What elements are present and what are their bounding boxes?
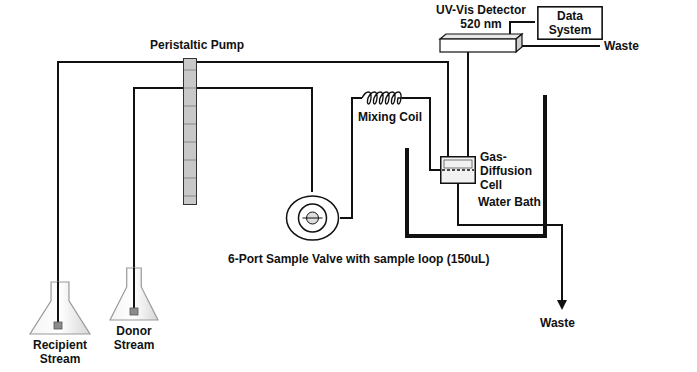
mixing-coil-outline bbox=[362, 90, 402, 106]
mixing-coil: Mixing Coil bbox=[362, 90, 402, 106]
node-label: Gas-Diffusion Cell bbox=[480, 150, 540, 192]
tubing-line bbox=[467, 52, 469, 156]
pump-body-outline bbox=[183, 58, 197, 205]
outlet-label: Waste bbox=[540, 316, 575, 330]
detector-box-outline bbox=[440, 34, 522, 52]
node-label: Mixing Coil bbox=[358, 110, 422, 124]
donor-flask: Donor Stream bbox=[108, 268, 160, 322]
recipient-flask: Recipient Stream bbox=[28, 282, 92, 336]
node-label: 6-Port Sample Valve with sample loop (15… bbox=[228, 252, 489, 266]
node-label: Donor Stream bbox=[100, 324, 168, 352]
donor-flask-outline bbox=[108, 268, 160, 322]
node-label: Peristaltic Pump bbox=[150, 38, 244, 52]
waste-line bbox=[522, 45, 600, 47]
tubing-line bbox=[134, 88, 183, 268]
tubing-line bbox=[510, 22, 535, 34]
pump-body: Peristaltic Pump bbox=[183, 58, 197, 205]
diffusion-cell-outline bbox=[440, 156, 476, 184]
sample-valve: 6-Port Sample Valve with sample loop (15… bbox=[285, 192, 340, 244]
sample-valve-outline bbox=[285, 192, 340, 244]
tubing-line bbox=[197, 62, 448, 156]
tubing-line bbox=[197, 88, 312, 192]
data-system-box: Data System bbox=[535, 6, 605, 40]
detector-box: UV-Vis Detector 520 nm bbox=[440, 34, 522, 52]
diffusion-cell: Gas-Diffusion Cell bbox=[440, 156, 476, 184]
recipient-flask-outline bbox=[28, 282, 92, 336]
outlet-label: Waste bbox=[604, 39, 639, 53]
node-label: Data System bbox=[535, 6, 605, 40]
node-label: Recipient Stream bbox=[18, 338, 102, 366]
node-label: UV-Vis Detector 520 nm bbox=[431, 3, 531, 31]
water-bath: Water BathGas-Diffusion Cell bbox=[405, 95, 547, 238]
node-label: Water Bath bbox=[478, 195, 541, 209]
tubing-line bbox=[58, 62, 183, 282]
